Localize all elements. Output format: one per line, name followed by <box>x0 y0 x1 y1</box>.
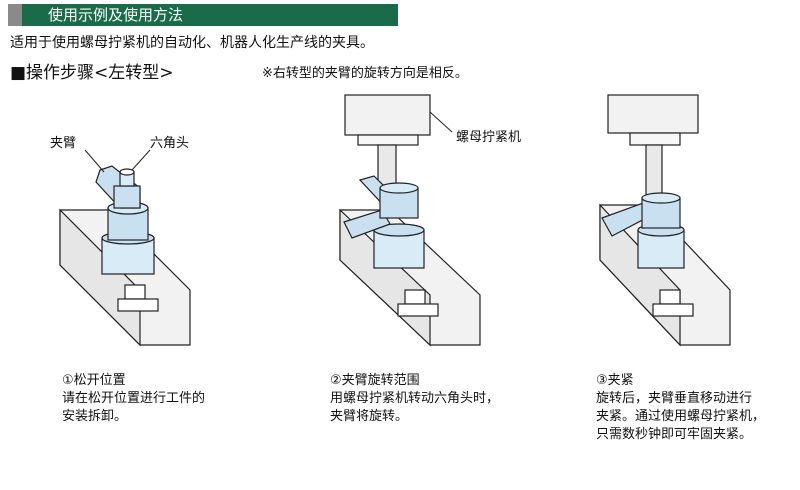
step-line: 夹紧。通过使用螺母拧紧机， <box>596 409 766 424</box>
section-title: 使用示例及使用方法 <box>48 6 184 24</box>
step-caption-1: ①松开位置 请在松开位置进行工件的 安装拆卸。 <box>62 372 205 426</box>
section-header: 使用示例及使用方法 <box>8 4 398 26</box>
arm-label: 夹臂 <box>50 136 77 151</box>
hex-head-label: 六角头 <box>150 136 190 151</box>
step-title: ②夹臂旋转范围 <box>330 373 420 388</box>
step-title: ③夹紧 <box>596 373 634 388</box>
illustration-unclamp <box>59 149 191 347</box>
steps-heading: ■操作步骤<左转型> <box>10 63 174 83</box>
step-title: ①松开位置 <box>62 373 126 388</box>
step-line: 旋转后，夹臂垂直移动进行 <box>596 391 753 406</box>
step-line: 请在松开位置进行工件的 <box>62 391 206 406</box>
header-marker <box>8 4 22 26</box>
step-line: 安装拆卸。 <box>62 409 128 424</box>
illustration-clamp <box>599 94 731 347</box>
step-line: 只需数秒钟即可牢固夹紧。 <box>596 427 753 442</box>
intro-text: 适用于使用螺母拧紧机的自动化、机器人化生产线的夹具。 <box>10 35 374 51</box>
step-line: 用螺母拧紧机转动六角头时， <box>330 391 500 406</box>
rotation-note: ※右转型的夹臂的旋转方向是相反。 <box>262 66 468 81</box>
illustration-rotation <box>339 94 481 347</box>
step-caption-3: ③夹紧 旋转后，夹臂垂直移动进行 夹紧。通过使用螺母拧紧机， 只需数秒钟即可牢固… <box>596 372 765 444</box>
step-caption-2: ②夹臂旋转范围 用螺母拧紧机转动六角头时， 夹臂将旋转。 <box>330 372 499 426</box>
nut-runner-label: 螺母拧紧机 <box>456 130 522 145</box>
step-line: 夹臂将旋转。 <box>330 409 409 424</box>
